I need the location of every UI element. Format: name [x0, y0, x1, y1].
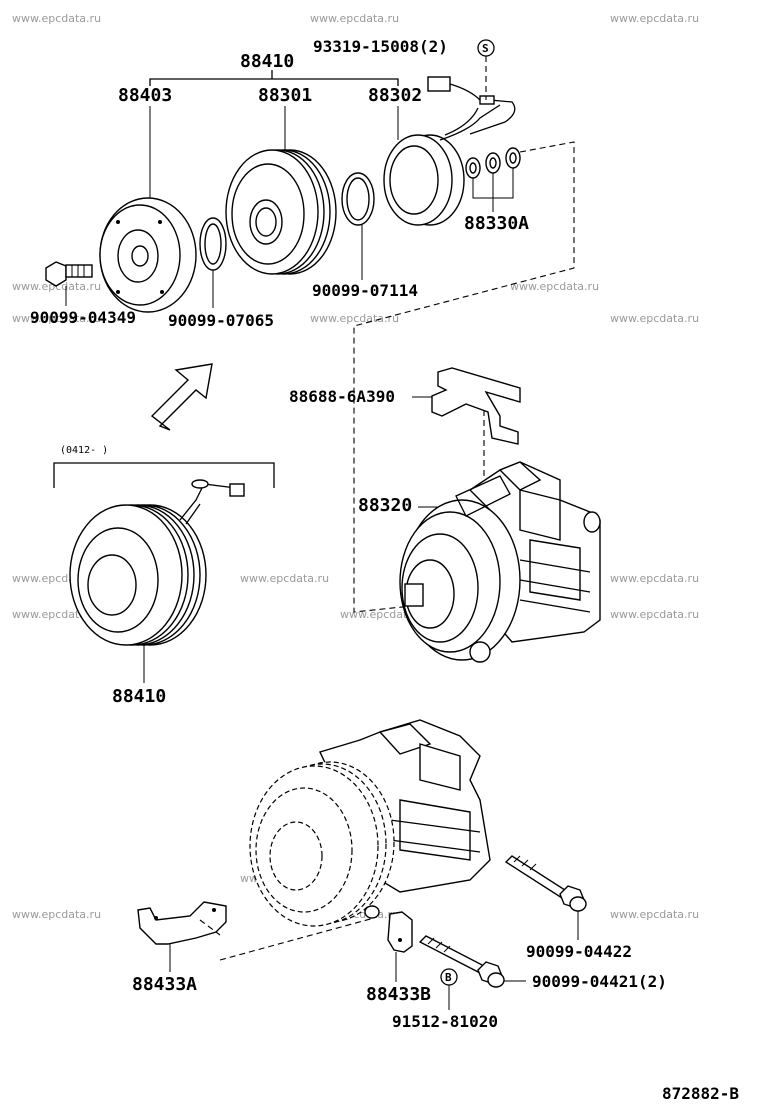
label-88433A[interactable]: 88433A — [132, 974, 197, 995]
label-88410-lower[interactable]: 88410 — [112, 686, 166, 707]
watermark: www.epcdata.ru — [12, 312, 101, 325]
label-93319-15008[interactable]: 93319-15008(2) — [313, 37, 448, 56]
watermark: www.epcdata.ru — [610, 12, 699, 25]
label-88301[interactable]: 88301 — [258, 85, 312, 106]
watermark: www.epcdata.ru — [310, 312, 399, 325]
label-88403[interactable]: 88403 — [118, 85, 172, 106]
label-90099-04421[interactable]: 90099-04421(2) — [532, 972, 667, 991]
snap-ring-icon — [341, 172, 375, 226]
watermark: www.epcdata.ru — [310, 12, 399, 25]
compressor-icon — [399, 461, 601, 663]
diagram-code: 872882-B — [662, 1084, 739, 1103]
watermark: www.epcdata.ru — [610, 572, 699, 585]
watermark: www.epcdata.ru — [610, 312, 699, 325]
watermark: www.epcdata.ru — [12, 12, 101, 25]
watermark: www.epcdata.ru — [510, 280, 599, 293]
compressor-mounting-icon — [249, 719, 491, 927]
label-90099-04349[interactable]: 90099-04349 — [30, 308, 136, 327]
s-mark: S — [482, 42, 489, 55]
label-91512-81020[interactable]: 91512-81020 — [392, 1012, 498, 1031]
label-88433B[interactable]: 88433B — [366, 984, 431, 1005]
watermark: www.epcdata.ru — [610, 608, 699, 621]
clutch-assembly-icon — [69, 479, 245, 646]
pulley-icon — [225, 149, 337, 275]
b-mark: B — [445, 971, 452, 984]
label-88302[interactable]: 88302 — [368, 85, 422, 106]
bolt-icon — [45, 261, 93, 287]
shim-washer-icon — [465, 147, 521, 179]
watermark: www.epcdata.ru — [240, 572, 329, 585]
bracket-a-icon — [137, 901, 227, 945]
snap-ring-icon — [199, 217, 227, 271]
variant-bracket — [53, 462, 275, 488]
assy-bracket-top — [149, 70, 399, 86]
date-range-note: (0412- ) — [60, 445, 108, 456]
label-88688-6A390[interactable]: 88688-6A390 — [289, 387, 395, 406]
watermark: www.epcdata.ru — [610, 908, 699, 921]
label-90099-07065[interactable]: 90099-07065 — [168, 311, 274, 330]
direction-arrow-icon — [150, 363, 213, 431]
bracket-b-icon — [387, 911, 413, 953]
s-mark-icon: S — [477, 39, 495, 57]
dashed-frame — [353, 141, 575, 613]
label-90099-07114[interactable]: 90099-07114 — [312, 281, 418, 300]
field-coil-icon — [383, 76, 516, 226]
bracket-icon — [431, 367, 521, 445]
long-bolt-icon — [418, 935, 505, 988]
label-88320[interactable]: 88320 — [358, 495, 412, 516]
label-88410-top[interactable]: 88410 — [240, 51, 294, 72]
watermark: www.epcdata.ru — [12, 908, 101, 921]
b-mark-icon: B — [440, 968, 458, 986]
long-bolt-icon — [504, 855, 587, 912]
pressure-plate-icon — [99, 197, 197, 313]
label-90099-04422[interactable]: 90099-04422 — [526, 942, 632, 961]
label-88330A[interactable]: 88330A — [464, 213, 529, 234]
